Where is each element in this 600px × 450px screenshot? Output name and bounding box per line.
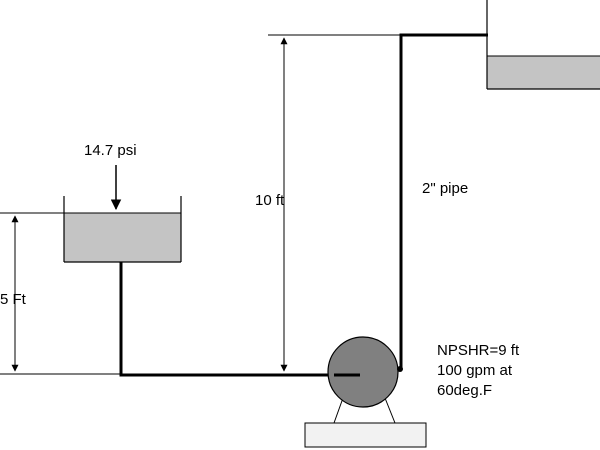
left-height-dimension bbox=[0, 212, 122, 375]
pump-leg-left bbox=[333, 397, 344, 424]
suction-tank bbox=[63, 196, 182, 263]
pressure-label: 14.7 psi bbox=[84, 142, 137, 159]
suction-tank-liquid bbox=[64, 213, 181, 262]
pump-spec-temp: 60deg.F bbox=[437, 382, 492, 399]
pump-spec-npshr: NPSHR=9 ft bbox=[437, 342, 520, 359]
pump-leg-right bbox=[384, 397, 396, 424]
suction-pipe bbox=[119, 262, 358, 377]
left-height-label: 5 Ft bbox=[0, 291, 27, 308]
pump-base bbox=[304, 422, 427, 448]
pump-spec-flow: 100 gpm at bbox=[437, 362, 513, 379]
discharge-tank bbox=[486, 0, 600, 90]
discharge-pipe bbox=[399, 33, 488, 368]
pipe-size-label: 2" pipe bbox=[422, 180, 468, 197]
pump-outlet bbox=[397, 366, 403, 372]
rise-height-label: 10 ft bbox=[255, 192, 285, 209]
rise-height-dimension bbox=[268, 34, 400, 372]
pump-body bbox=[327, 336, 399, 408]
discharge-tank-liquid bbox=[487, 56, 600, 89]
